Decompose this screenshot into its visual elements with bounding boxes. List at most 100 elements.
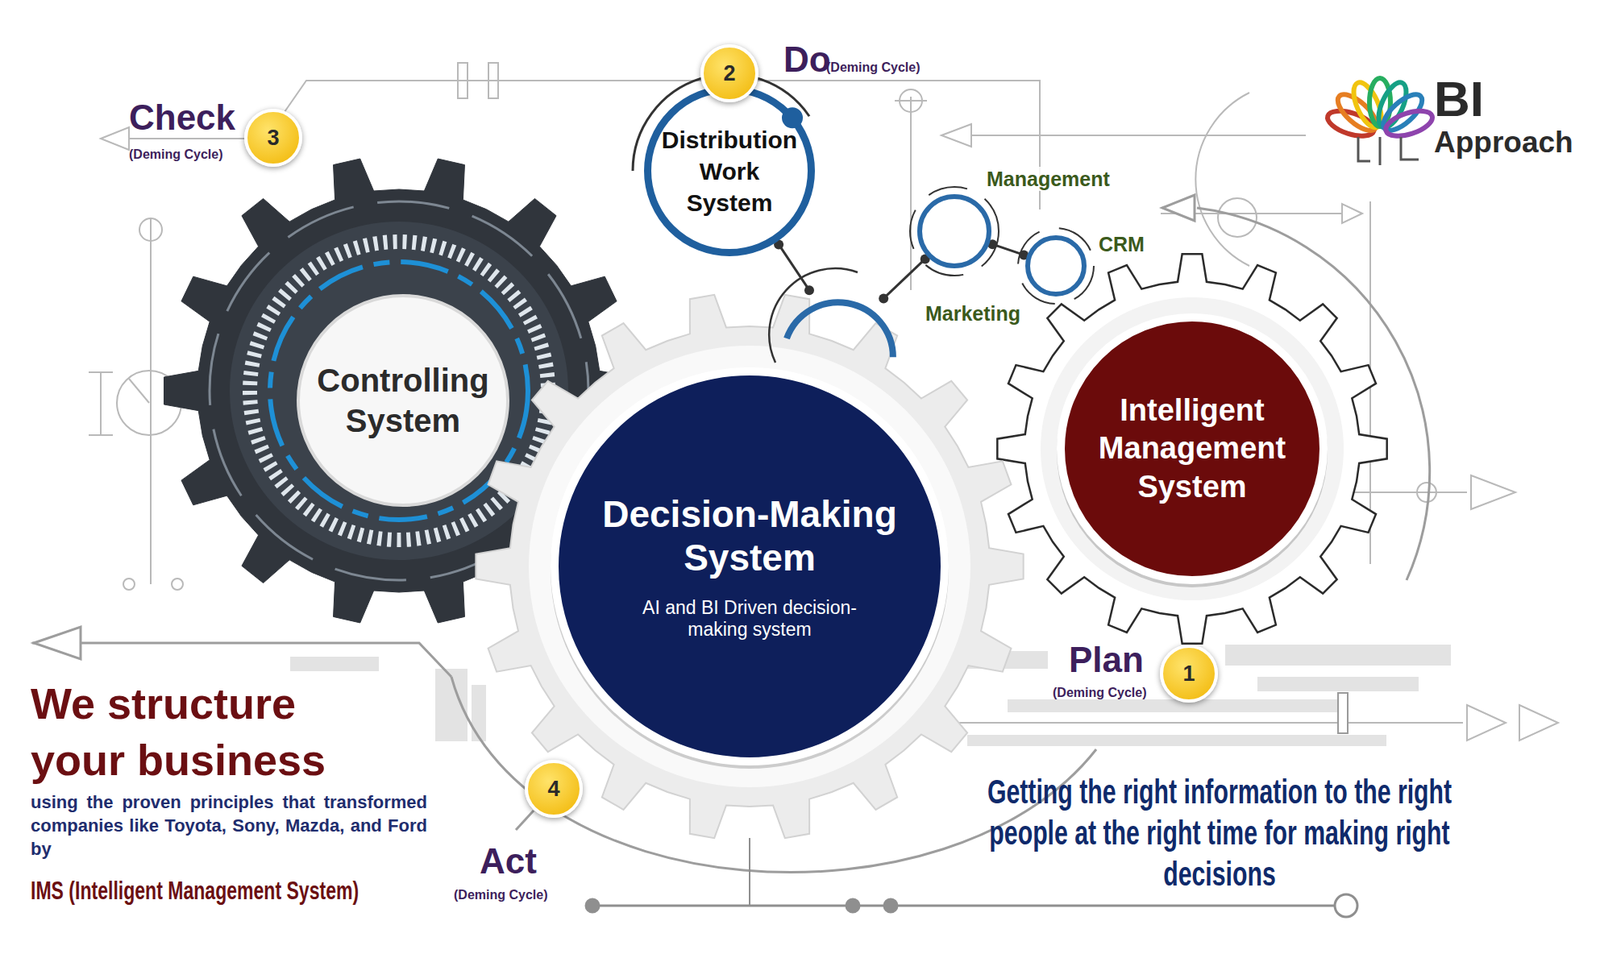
tech-circle [171, 578, 183, 591]
deming-note-box: (Deming Cycle) [826, 61, 920, 75]
tech-mark [457, 62, 468, 99]
circle-node: Distribution Work System [644, 85, 815, 257]
logo-text: BI [1433, 70, 1484, 127]
deming-step-box: Act [479, 843, 537, 880]
tech-line [128, 378, 150, 404]
arrow-head [1519, 705, 1559, 741]
tech-block [1257, 677, 1419, 692]
deming-step-box: Plan [1068, 642, 1144, 678]
deming-note-box: (Deming Cycle) [453, 889, 548, 902]
node-text-area: Controlling System [296, 294, 510, 508]
axis-dot [846, 899, 860, 913]
arrow-head [941, 124, 972, 147]
logo-mark [1324, 78, 1435, 166]
deming-step: Act [479, 841, 537, 882]
tech-circle [899, 89, 923, 113]
connector [992, 244, 1024, 255]
node-text-area: Intelligent Management System [1056, 313, 1328, 585]
deming-note: (Deming Cycle) [826, 60, 920, 75]
circle-shape [298, 295, 508, 506]
node-title: Controlling System [302, 360, 504, 441]
tech-circle [1217, 198, 1257, 237]
deming-note-box: (Deming Cycle) [1052, 686, 1147, 700]
slogan: Getting the right information to the rig… [987, 772, 1452, 894]
logo-petal [1383, 106, 1436, 142]
tech-line [935, 722, 1463, 724]
deming-step: Do [783, 39, 832, 79]
node-label: Management [984, 166, 1112, 192]
arrow-head [100, 127, 129, 150]
callout-number-box: 4 [524, 760, 583, 819]
arrow-head [1471, 475, 1516, 510]
tech-circle [123, 578, 135, 591]
connector-group [878, 253, 931, 304]
node-title: Intelligent Management System [1071, 391, 1314, 508]
tech-mark [1338, 693, 1348, 734]
deming-note-box: (Deming Cycle) [128, 148, 223, 162]
tech-arc [1195, 92, 1250, 266]
node-title: Distribution Work System [656, 124, 803, 219]
deming-step: Check [128, 97, 236, 138]
callout-number-box: 2 [700, 44, 759, 103]
deming-note: (Deming Cycle) [1052, 685, 1147, 700]
brand-note: IMS (Intelligent Management System) [30, 876, 359, 906]
circle-node: CRM [1025, 235, 1087, 297]
node-subtitle: AI and BI Driven decision-making system [628, 597, 871, 641]
arc-outline [786, 302, 894, 358]
node-label: Marketing [923, 301, 1023, 326]
deming-step-box: Do [783, 41, 832, 78]
gear-ticks [249, 241, 549, 541]
deming-step: Plan [1068, 640, 1144, 680]
axis-dot [585, 899, 599, 913]
tech-circle [1417, 482, 1437, 503]
tech-block [1225, 644, 1451, 666]
callout-number: 1 [1182, 663, 1195, 686]
gear [997, 253, 1387, 644]
circle-node: Intelligent Management System [1056, 313, 1328, 585]
logo-text-box: BI [1433, 74, 1484, 125]
tech-line [149, 217, 152, 585]
circle-outline [1025, 235, 1087, 297]
circle-shape [648, 89, 812, 254]
brand-note-box: IMS (Intelligent Management System) [30, 875, 359, 906]
body-text-box: using the proven principles that transfo… [30, 790, 428, 861]
arrow-head [1162, 195, 1195, 221]
logo-wire [1358, 137, 1419, 166]
axis-dot [884, 899, 898, 913]
callout-number: 3 [266, 127, 279, 150]
gear [163, 158, 1387, 839]
callout-number: 2 [723, 62, 736, 85]
axis-line [592, 905, 1335, 908]
tech-mark [488, 62, 499, 99]
logo-text: Approach [1433, 125, 1574, 159]
tech-line [967, 134, 1306, 137]
node-label: CRM [1097, 232, 1147, 257]
arc-outline [768, 268, 858, 363]
axis-line [748, 838, 751, 906]
node-title: Decision-Making System [578, 492, 922, 581]
leader-line [515, 810, 534, 831]
connector-group [773, 239, 815, 296]
ring-arc [910, 187, 999, 276]
circle-outline [296, 294, 510, 508]
tech-block [471, 685, 487, 742]
circle-node: Decision-Making System AI and BI Driven d… [550, 367, 949, 766]
connector [883, 258, 926, 299]
circle-shape [1060, 317, 1324, 581]
arrow-head [1342, 203, 1363, 224]
gear [475, 295, 1023, 839]
circle-node: Controlling System [296, 294, 510, 508]
tech-line [104, 80, 1040, 210]
gear-hub [528, 345, 971, 788]
circle-shape [554, 371, 945, 762]
node-text-area: Decision-Making System AI and BI Driven d… [550, 367, 949, 766]
arrow-head [33, 627, 81, 660]
connector-dot [804, 285, 815, 296]
connector-dot [878, 293, 889, 304]
ring-dot [781, 107, 803, 129]
flow-line [32, 643, 452, 678]
deming-note: (Deming Cycle) [453, 888, 548, 902]
callout-number-box: 3 [244, 108, 303, 167]
body-text: using the proven principles that transfo… [30, 792, 428, 860]
